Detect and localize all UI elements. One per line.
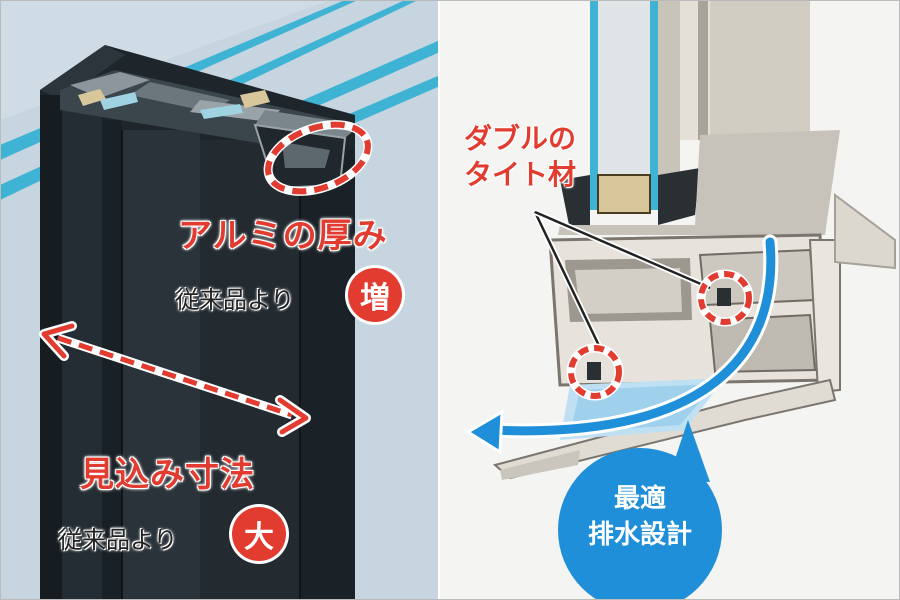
depth-double-arrow-icon (39, 321, 311, 437)
sash-frame (560, 0, 810, 230)
badge-increase: 増 (348, 268, 402, 322)
bubble-text-line-1: 最適 (613, 484, 666, 514)
compare-text-thickness: 従来品より (175, 286, 295, 314)
left-panel-frame-profile: アルミの厚み 従来品より 増 見込み寸法 従来品より 大 (0, 0, 440, 600)
heading-depth-dimension: 見込み寸法 (80, 455, 255, 495)
frame-profile-drawing (0, 0, 440, 600)
right-panel-sill-section: ダブルの タイト材 最適 排水設計 (440, 0, 900, 600)
callout-double-seal-line-2: タイト材 (464, 158, 577, 191)
heading-aluminium-thickness: アルミの厚み (178, 216, 388, 256)
aluminium-profile (40, 45, 360, 600)
drainage-callout-bubble (558, 420, 722, 600)
thickness-highlight-ring (265, 121, 371, 195)
callout-pointer-lines (532, 209, 712, 354)
callout-double-seal-line-1: ダブルの (464, 122, 577, 155)
seal-highlight-rings (566, 269, 754, 401)
compare-text-depth: 従来品より (58, 526, 178, 554)
bubble-text-line-2: 排水設計 (587, 520, 692, 550)
drainage-flow-arrow-icon (465, 234, 779, 455)
badge-larger: 大 (232, 507, 286, 561)
sill-cross-section-drawing (440, 0, 900, 600)
